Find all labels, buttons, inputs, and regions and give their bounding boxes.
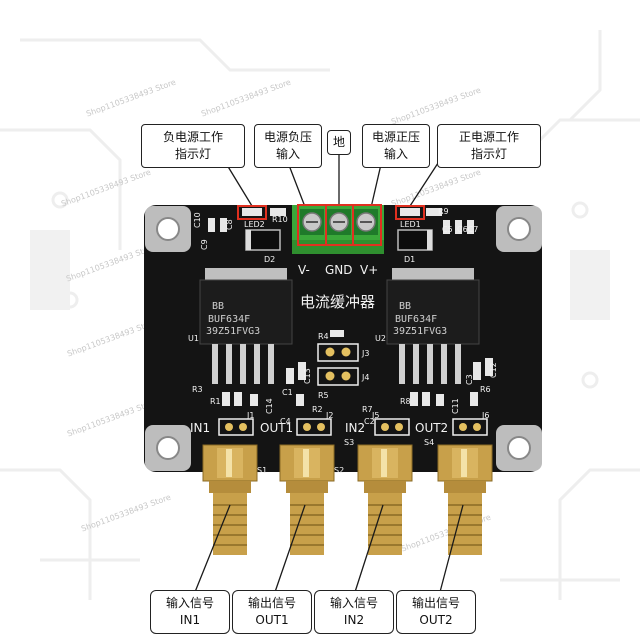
callout-text: 地 (332, 135, 345, 149)
callout-ground: 地 (327, 130, 351, 155)
silk-r9: R9 (438, 207, 449, 216)
silk-c2: C2 (364, 417, 375, 426)
silk-s1: S1 (257, 466, 267, 475)
silk-r7: R7 (362, 405, 373, 414)
sma-connectors (202, 444, 493, 555)
terminal-highlight-boxes (237, 204, 425, 246)
silk-led2: LED2 (244, 220, 265, 229)
silk-c14: C14 (265, 398, 274, 414)
label-in2: 输入信号 IN2 (314, 590, 394, 634)
silk-c1: C1 (282, 388, 293, 397)
silk-c5: C5 (442, 225, 453, 234)
silk-j5: J5 (371, 411, 379, 420)
board-title: 电流缓冲器 (300, 293, 375, 311)
silk-c10: C10 (193, 212, 202, 228)
silk-r2: R2 (312, 405, 323, 414)
callout-text: 正电源工作 (458, 130, 519, 144)
terminal-label-vminus: V- (298, 263, 310, 277)
label-text: OUT2 (419, 613, 453, 627)
callout-pos-input: 电源正压 输入 (362, 124, 430, 168)
silk-c8: C8 (225, 219, 234, 230)
silk-j1: J1 (246, 411, 254, 420)
label-out2: 输出信号 OUT2 (396, 590, 476, 634)
silk-c11: C11 (451, 398, 460, 414)
callout-text: 电源正压 (371, 130, 420, 144)
silk-r3: R3 (192, 385, 203, 394)
silk-s3: S3 (344, 438, 354, 447)
callout-text: 输入 (383, 147, 408, 161)
silk-j4: J4 (361, 373, 369, 382)
silk-c12: C12 (489, 362, 498, 378)
silk-led1: LED1 (400, 220, 421, 229)
top-leader-lines (223, 155, 441, 213)
label-text: OUT1 (255, 613, 289, 627)
label-out1: 输出信号 OUT1 (232, 590, 312, 634)
port-label-in1: IN1 (190, 421, 210, 435)
silk-c9: C9 (200, 239, 209, 250)
silk-r10: R10 (272, 215, 288, 224)
callout-pos-indicator: 正电源工作 指示灯 (437, 124, 541, 168)
mounting-holes (145, 206, 542, 471)
port-label-in2: IN2 (345, 421, 365, 435)
chip-u2 (386, 268, 480, 384)
callout-text: 指示灯 (470, 147, 507, 161)
silk-r4: R4 (318, 332, 329, 341)
label-text: 输出信号 (411, 596, 460, 610)
port-label-out2: OUT2 (415, 421, 448, 435)
silk-u1: U1 (188, 334, 199, 343)
label-text: 输入信号 (165, 596, 214, 610)
silk-d2: D2 (264, 255, 275, 264)
chip-u1 (199, 268, 293, 384)
silk-u2: U2 (375, 334, 386, 343)
callout-text: 输入 (275, 147, 300, 161)
terminal-label-gnd: GND (325, 263, 353, 277)
u2-brand: BB (399, 301, 411, 312)
label-in1: 输入信号 IN1 (150, 590, 230, 634)
callout-text: 电源负压 (263, 130, 312, 144)
silk-c13: C13 (303, 368, 312, 384)
u1-brand: BB (212, 301, 224, 312)
u1-code: 39Z51FVG3 (206, 326, 260, 337)
u2-code: 39Z51FVG3 (393, 326, 447, 337)
terminal-block (292, 205, 384, 254)
callout-text: 负电源工作 (162, 130, 223, 144)
silk-r8: R8 (400, 397, 411, 406)
silk-c6c7: C6C7 (457, 225, 478, 234)
silk-r1: R1 (210, 397, 221, 406)
label-text: 输入信号 (329, 596, 378, 610)
silk-d1: D1 (404, 255, 415, 264)
port-label-out1: OUT1 (260, 421, 293, 435)
label-text: IN1 (179, 613, 201, 627)
bottom-leader-lines (194, 504, 464, 593)
callout-neg-input: 电源负压 输入 (254, 124, 322, 168)
silk-j2: J2 (325, 411, 333, 420)
silk-c3: C3 (465, 374, 474, 385)
label-text: 输出信号 (247, 596, 296, 610)
silk-c4: C4 (280, 417, 291, 426)
silk-s2: S2 (334, 466, 344, 475)
silk-r6: R6 (480, 385, 491, 394)
u2-model: BUF634F (395, 314, 437, 325)
callout-neg-indicator: 负电源工作 指示灯 (141, 124, 245, 168)
silk-r5: R5 (318, 391, 329, 400)
silk-j3: J3 (361, 349, 369, 358)
silk-s4: S4 (424, 438, 434, 447)
u1-model: BUF634F (208, 314, 250, 325)
silk-j6: J6 (481, 411, 489, 420)
label-text: IN2 (343, 613, 365, 627)
callout-text: 指示灯 (174, 147, 211, 161)
terminal-label-vplus: V+ (360, 263, 378, 277)
